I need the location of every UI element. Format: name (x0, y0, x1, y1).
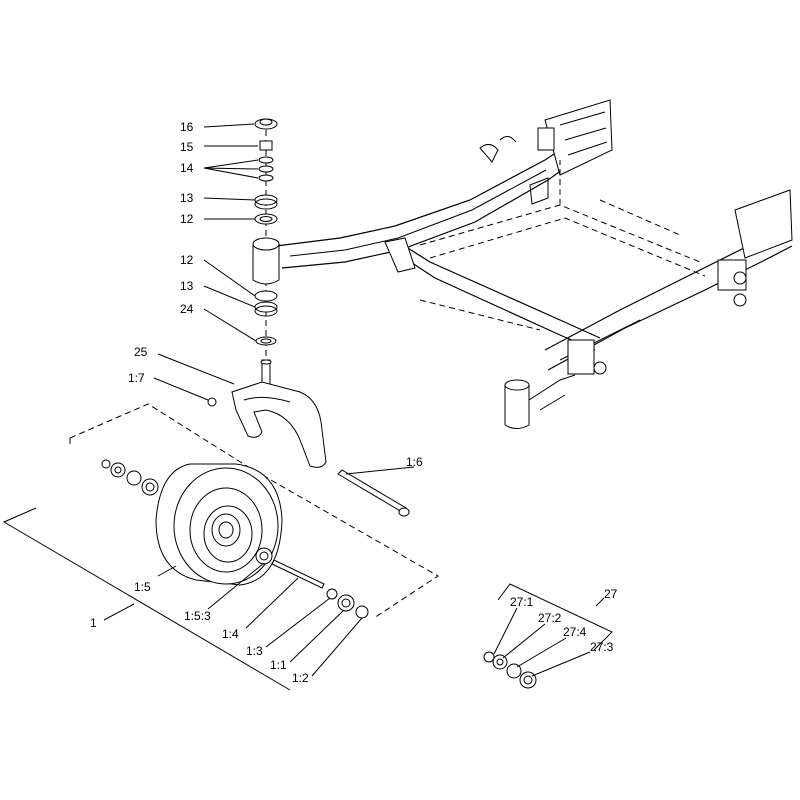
callout-1-2: 1:2 (292, 671, 309, 685)
callout-1-5: 1:5 (134, 580, 151, 594)
callout-12-upper: 12 (180, 212, 194, 226)
callout-1-6: 1:6 (406, 455, 423, 469)
kit-27-parts (483, 583, 613, 689)
callout-27: 27 (604, 587, 618, 601)
axle-bolt (337, 469, 410, 517)
callout-14: 14 (180, 161, 194, 175)
callout-16: 16 (180, 120, 194, 134)
callout-27-4: 27:4 (563, 625, 587, 639)
callout-27-1: 27:1 (510, 595, 534, 609)
callout-27-2: 27:2 (538, 611, 562, 625)
caster-stack (252, 118, 280, 370)
callout-1: 1 (90, 616, 97, 630)
callout-24: 24 (180, 302, 194, 316)
callout-12-lower: 12 (180, 253, 194, 267)
mower-frame (275, 99, 793, 429)
caster-tube-part (252, 243, 280, 285)
callout-1-5-3: 1:5:3 (184, 609, 211, 623)
callout-1-4: 1:4 (222, 627, 239, 641)
callout-1-3: 1:3 (246, 644, 263, 658)
callout-labels: 16 15 14 13 12 12 13 24 25 1:7 1:6 1:5 1… (90, 120, 618, 685)
callout-15: 15 (180, 140, 194, 154)
nut-part (259, 140, 273, 151)
grease-fitting-part (207, 397, 217, 407)
dust-cap-part (254, 118, 278, 130)
caster-fork (207, 359, 327, 468)
callout-25: 25 (134, 345, 148, 359)
callout-1-7: 1:7 (128, 371, 145, 385)
callout-13-lower: 13 (180, 279, 194, 293)
callout-1-1: 1:1 (270, 658, 287, 672)
callout-27-3: 27:3 (590, 640, 614, 654)
leader-lines (2, 123, 605, 691)
wheel-assembly (69, 403, 439, 619)
callout-13-upper: 13 (180, 191, 194, 205)
